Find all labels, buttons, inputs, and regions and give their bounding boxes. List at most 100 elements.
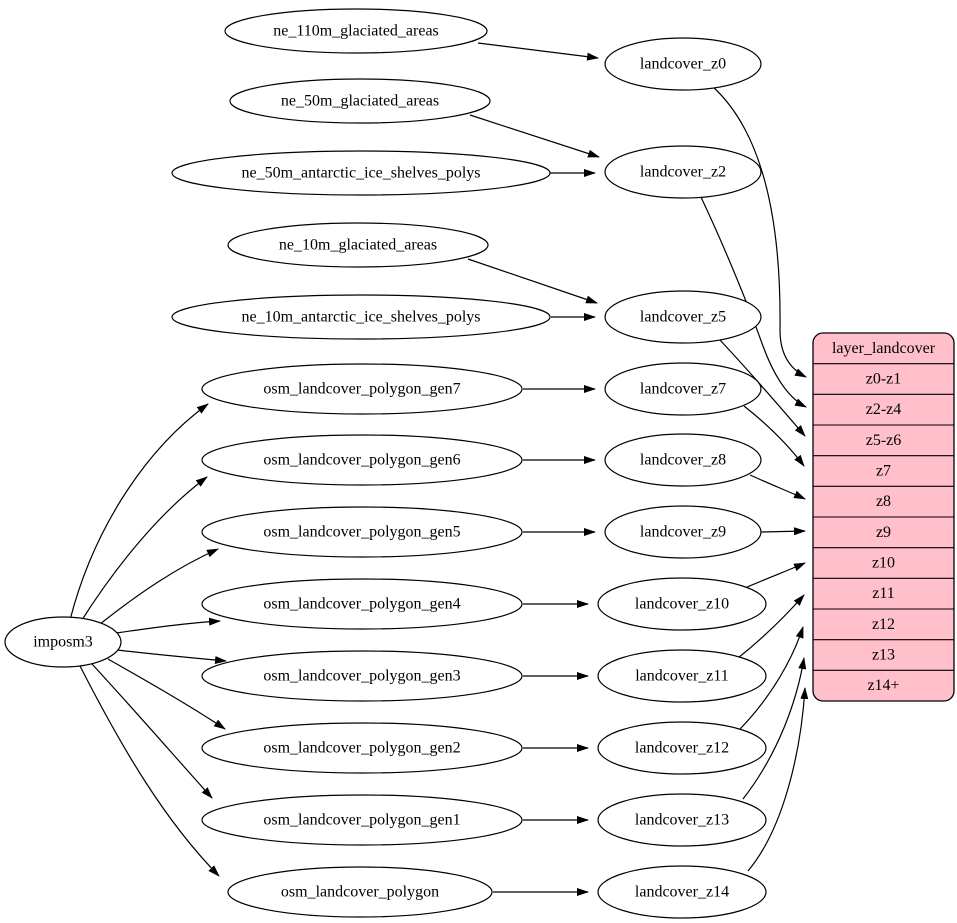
edge-imposm3-to-osm_landcover_polygon_gen5 <box>94 548 219 629</box>
node-ellipse-osm_landcover_polygon_gen4 <box>201 578 523 630</box>
edge-imposm3-to-osm_landcover_polygon_gen2 <box>107 658 226 730</box>
edge-ne_50m_glaciated_areas-to-landcover_z2 <box>469 114 600 158</box>
table-row-z14+: z14+ <box>867 677 899 694</box>
table-row-z9: z9 <box>876 524 891 541</box>
node-landcover_z11: landcover_z11 <box>597 649 767 703</box>
node-ellipse-osm_landcover_polygon_gen1 <box>201 794 523 846</box>
node-ellipse-ne_50m_antarctic_ice_shelves_polys <box>171 150 551 196</box>
node-osm_landcover_polygon: osm_landcover_polygon <box>227 866 493 918</box>
node-imposm3: imposm3 <box>4 616 122 668</box>
node-label-osm_landcover_polygon_gen5: osm_landcover_polygon_gen5 <box>263 524 460 541</box>
table-row-z5-z6: z5-z6 <box>866 432 902 449</box>
nodes-layer: imposm3 ne_110m_glaciated_areas ne_50m_gla… <box>4 8 767 919</box>
node-label-osm_landcover_polygon_gen4: osm_landcover_polygon_gen4 <box>263 596 460 613</box>
node-osm_landcover_polygon_gen7: osm_landcover_polygon_gen7 <box>201 363 523 415</box>
node-landcover_z10: landcover_z10 <box>597 577 767 631</box>
node-ellipse-landcover_z12 <box>597 721 767 775</box>
node-landcover_z5: landcover_z5 <box>604 290 762 344</box>
node-osm_landcover_polygon_gen2: osm_landcover_polygon_gen2 <box>201 722 523 774</box>
node-osm_landcover_polygon_gen1: osm_landcover_polygon_gen1 <box>201 794 523 846</box>
table-row-z2-z4: z2-z4 <box>866 401 902 418</box>
node-label-ne_10m_antarctic_ice_shelves_polys: ne_10m_antarctic_ice_shelves_polys <box>241 309 480 326</box>
node-ellipse-osm_landcover_polygon_gen7 <box>201 363 523 415</box>
edge-ne_10m_glaciated_areas-to-landcover_z5 <box>467 258 598 304</box>
table-row-z8: z8 <box>876 493 891 510</box>
node-landcover_z12: landcover_z12 <box>597 721 767 775</box>
edges-layer <box>69 42 809 896</box>
edge-landcover_z9-to-layer_landcover:z9 <box>760 527 806 536</box>
node-ellipse-osm_landcover_polygon <box>227 866 493 918</box>
node-ellipse-osm_landcover_polygon_gen6 <box>201 434 523 486</box>
node-ellipse-osm_landcover_polygon_gen2 <box>201 722 523 774</box>
node-ellipse-landcover_z7 <box>604 362 762 416</box>
edge-imposm3-to-osm_landcover_polygon_gen6 <box>79 476 208 624</box>
node-label-ne_110m_glaciated_areas: ne_110m_glaciated_areas <box>273 23 439 40</box>
edge-imposm3-to-osm_landcover_polygon_gen1 <box>91 663 213 799</box>
node-ellipse-osm_landcover_polygon_gen5 <box>201 506 523 558</box>
node-osm_landcover_polygon_gen6: osm_landcover_polygon_gen6 <box>201 434 523 486</box>
edge-landcover_z14-to-layer_landcover:z14+ <box>747 687 809 872</box>
node-label-landcover_z7: landcover_z7 <box>640 381 726 398</box>
node-ellipse-landcover_z8 <box>604 433 762 487</box>
node-ellipse-landcover_z14 <box>597 865 767 919</box>
node-ellipse-osm_landcover_polygon_gen3 <box>201 650 523 702</box>
node-label-landcover_z10: landcover_z10 <box>635 596 729 613</box>
node-landcover_z8: landcover_z8 <box>604 433 762 487</box>
node-ellipse-landcover_z11 <box>597 649 767 703</box>
node-ellipse-landcover_z2 <box>604 145 762 199</box>
edge-landcover_z7-to-layer_landcover:z7 <box>743 405 805 467</box>
edge-landcover_z10-to-layer_landcover:z10 <box>744 562 806 589</box>
node-ellipse-ne_50m_glaciated_areas <box>229 78 491 124</box>
table-title-layer_landcover: layer_landcover <box>832 340 936 357</box>
node-label-landcover_z11: landcover_z11 <box>635 668 729 685</box>
edge-landcover_z2-to-layer_landcover:z2-z4 <box>699 194 807 408</box>
table-row-z11: z11 <box>872 585 895 602</box>
edge-landcover_z0-to-layer_landcover:z0-z1 <box>711 85 807 378</box>
node-landcover_z0: landcover_z0 <box>604 37 762 91</box>
table-row-z0-z1: z0-z1 <box>866 371 902 388</box>
node-landcover_z7: landcover_z7 <box>604 362 762 416</box>
edge-landcover_z11-to-layer_landcover:z11 <box>737 594 805 659</box>
edge-landcover_z5-to-layer_landcover:z5-z6 <box>718 338 806 437</box>
node-label-landcover_z2: landcover_z2 <box>640 164 726 181</box>
node-osm_landcover_polygon_gen4: osm_landcover_polygon_gen4 <box>201 578 523 630</box>
node-label-imposm3: imposm3 <box>33 634 93 651</box>
node-label-landcover_z0: landcover_z0 <box>640 56 726 73</box>
node-ellipse-landcover_z13 <box>597 793 767 847</box>
table-row-z12: z12 <box>872 616 895 633</box>
edge-imposm3-to-osm_landcover_polygon_gen3 <box>116 649 227 664</box>
edge-landcover_z13-to-layer_landcover:z13 <box>742 657 807 800</box>
edge-ne_110m_glaciated_areas-to-landcover_z0 <box>477 42 599 61</box>
node-label-osm_landcover_polygon_gen2: osm_landcover_polygon_gen2 <box>263 740 460 757</box>
table-layer: layer_landcover z0-z1 z2-z4 z5-z6 z7 z8 z9 z10 z… <box>812 332 955 702</box>
table-row-z7: z7 <box>876 463 891 480</box>
table-row-z10: z10 <box>872 555 895 572</box>
node-label-osm_landcover_polygon_gen7: osm_landcover_polygon_gen7 <box>263 381 460 398</box>
node-label-landcover_z12: landcover_z12 <box>635 740 729 757</box>
node-osm_landcover_polygon_gen3: osm_landcover_polygon_gen3 <box>201 650 523 702</box>
node-label-ne_10m_glaciated_areas: ne_10m_glaciated_areas <box>279 237 437 254</box>
node-label-ne_50m_glaciated_areas: ne_50m_glaciated_areas <box>281 93 439 110</box>
node-label-ne_50m_antarctic_ice_shelves_polys: ne_50m_antarctic_ice_shelves_polys <box>241 165 480 182</box>
node-label-landcover_z8: landcover_z8 <box>640 452 726 469</box>
edge-landcover_z8-to-layer_landcover:z8 <box>749 474 806 500</box>
node-landcover_z13: landcover_z13 <box>597 793 767 847</box>
edge-imposm3-to-osm_landcover_polygon_gen7 <box>69 403 209 621</box>
node-label-landcover_z5: landcover_z5 <box>640 309 726 326</box>
node-osm_landcover_polygon_gen5: osm_landcover_polygon_gen5 <box>201 506 523 558</box>
node-landcover_z14: landcover_z14 <box>597 865 767 919</box>
node-ne_110m_glaciated_areas: ne_110m_glaciated_areas <box>224 8 488 54</box>
node-ne_10m_antarctic_ice_shelves_polys: ne_10m_antarctic_ice_shelves_polys <box>171 294 551 340</box>
node-ne_50m_antarctic_ice_shelves_polys: ne_50m_antarctic_ice_shelves_polys <box>171 150 551 196</box>
table-row-z13: z13 <box>872 647 895 664</box>
node-ne_50m_glaciated_areas: ne_50m_glaciated_areas <box>229 78 491 124</box>
node-label-landcover_z13: landcover_z13 <box>635 812 729 829</box>
node-ellipse-ne_10m_antarctic_ice_shelves_polys <box>171 294 551 340</box>
node-label-osm_landcover_polygon_gen3: osm_landcover_polygon_gen3 <box>263 668 460 685</box>
node-ellipse-imposm3 <box>4 616 122 668</box>
node-label-osm_landcover_polygon_gen6: osm_landcover_polygon_gen6 <box>263 452 460 469</box>
node-ellipse-landcover_z0 <box>604 37 762 91</box>
edge-landcover_z12-to-layer_landcover:z12 <box>739 626 804 730</box>
node-ellipse-landcover_z5 <box>604 290 762 344</box>
